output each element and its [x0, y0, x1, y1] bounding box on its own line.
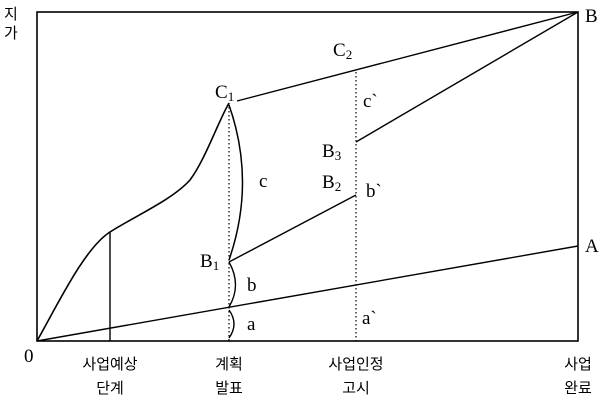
y-axis-label-bottom: 가	[4, 24, 18, 42]
point-label-B3: B3	[322, 141, 341, 163]
point-label-C1: C1	[215, 82, 234, 104]
segment-label-c: c	[259, 171, 267, 192]
segment-label-b-prime: b`	[366, 181, 382, 202]
chart-frame	[36, 11, 579, 342]
stage-label-approval-2: 고시	[342, 379, 370, 397]
point-label-C2: C2	[333, 40, 352, 62]
stage-label-expectation-2: 단계	[96, 379, 124, 397]
origin-label: 0	[24, 346, 34, 367]
stage-label-approval-1: 사업인정	[328, 355, 383, 373]
stage-label-announcement-1: 계획	[215, 355, 243, 373]
stage-label-announcement-2: 발표	[215, 379, 243, 397]
line-B3-B	[355, 11, 579, 143]
line-B1-B2	[228, 194, 357, 263]
line-C1-B	[236, 11, 579, 102]
stage-label-expectation-1: 사업예상	[82, 355, 137, 373]
price-curve-0-C1	[36, 102, 230, 342]
segment-label-c-prime: c`	[363, 91, 378, 112]
brace-c	[228, 104, 244, 261]
base-line-0-A	[36, 245, 579, 342]
point-label-B1: B1	[200, 251, 219, 273]
point-label-A: A	[585, 236, 599, 257]
stage-label-completion-2: 완료	[564, 379, 592, 397]
segment-label-a-prime: a`	[362, 308, 377, 329]
stage-label-completion-1: 사업	[564, 355, 592, 373]
point-label-B: B	[585, 6, 598, 27]
brace-b	[228, 261, 237, 308]
y-axis-label-top: 지	[4, 5, 18, 23]
brace-a	[228, 309, 235, 339]
segment-label-b: b	[247, 275, 257, 296]
point-label-B2: B2	[322, 172, 341, 194]
segment-label-a: a	[247, 314, 256, 335]
